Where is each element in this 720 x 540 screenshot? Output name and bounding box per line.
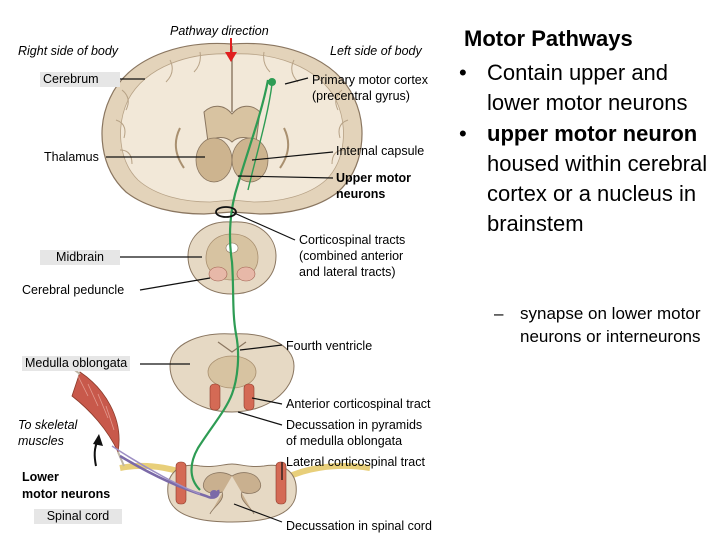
bullet-text: housed within cerebral cortex or a nucle…: [487, 151, 708, 236]
brain-section: [101, 42, 363, 215]
midbrain-label: Midbrain: [40, 250, 120, 265]
skeletal-muscle: [71, 367, 125, 467]
sub-bullet: – synapse on lower motor neurons or inte…: [494, 302, 718, 348]
corticospinal-tracts-label-3: and lateral tracts): [299, 265, 396, 279]
corticospinal-tracts-label-1: Corticospinal tracts: [299, 233, 406, 247]
medulla-oblongata-label: Medulla oblongata: [22, 356, 131, 371]
sub-bullet-dash: –: [494, 304, 504, 323]
left-side-label: Left side of body: [330, 44, 422, 58]
bullet-item: • Contain upper and lower motor neurons: [455, 58, 717, 118]
lower-motor-neuron: [111, 445, 220, 499]
pathway-direction-arrow: [225, 38, 237, 62]
spinal-cord-label: Spinal cord: [34, 509, 122, 524]
motor-pathway-diagram: Pathway direction Right side of body Lef…: [18, 24, 432, 533]
right-side-label: Right side of body: [18, 44, 119, 58]
bullet-dot: •: [459, 121, 467, 146]
internal-capsule-label: Internal capsule: [336, 144, 425, 158]
primary-motor-cortex-label: Primary motor cortex: [312, 73, 428, 87]
bullet-item: • upper motor neuron housed within cerebr…: [455, 119, 717, 239]
bullet-list: • Contain upper and lower motor neurons •…: [455, 58, 717, 240]
slide-title: Motor Pathways: [464, 26, 633, 51]
decussation-spinal-cord-label: Decussation in spinal cord: [286, 519, 432, 533]
upper-motor-neurons-label-2: neurons: [336, 187, 386, 201]
fourth-ventricle-label: Fourth ventricle: [286, 339, 373, 353]
medulla-section: [169, 333, 295, 413]
decussation-pyramids-label-1: Decussation in pyramids: [286, 418, 423, 432]
lateral-corticospinal-tract-label: Lateral corticospinal tract: [286, 455, 425, 469]
to-skeletal-muscles-label-1: To skeletal: [18, 418, 78, 432]
lower-motor-neurons-label-1: Lower: [22, 470, 59, 484]
spinal-cord-section: [119, 461, 371, 523]
diagram-illustration: [71, 38, 371, 523]
to-skeletal-muscles-label-2: muscles: [18, 434, 64, 448]
corticospinal-tracts-label-2: (combined anterior: [299, 249, 404, 263]
sub-bullet-text: synapse on lower motor neurons or intern…: [520, 304, 701, 346]
decussation-pyramids-label-2: of medulla oblongata: [286, 434, 403, 448]
to-muscles-arrow: [93, 434, 103, 467]
thalamus-label: Thalamus: [44, 150, 99, 164]
bullet-bold-text: upper motor neuron: [487, 121, 698, 146]
upper-motor-tract: [190, 78, 276, 491]
leader-lines: [106, 77, 334, 523]
pathway-direction-label: Pathway direction: [170, 24, 269, 38]
precentral-gyrus-label: (precentral gyrus): [312, 89, 410, 103]
bullet-text: Contain upper and lower motor neurons: [487, 60, 688, 115]
lower-motor-neurons-label-2: motor neurons: [22, 487, 111, 501]
cerebral-peduncle-label: Cerebral peduncle: [22, 283, 125, 297]
cerebrum-label: Cerebrum: [40, 72, 120, 87]
upper-motor-neurons-label-1: Upper motor: [336, 171, 411, 185]
bullet-dot: •: [459, 60, 467, 85]
anterior-corticospinal-tract-label: Anterior corticospinal tract: [286, 397, 431, 411]
